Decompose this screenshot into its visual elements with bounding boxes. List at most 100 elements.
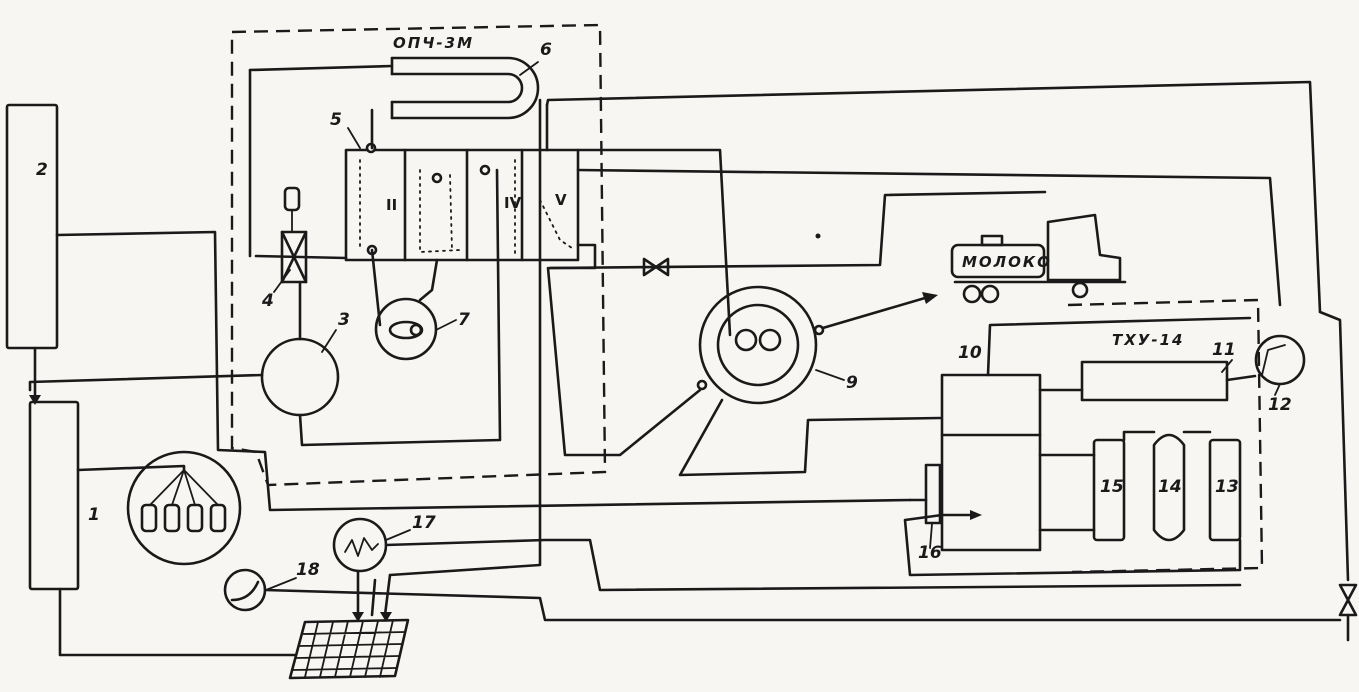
- panel-arrowheads: [352, 612, 392, 622]
- cooler-10: [940, 373, 1042, 552]
- pipe-4-to-5: [254, 254, 348, 260]
- milking-cluster: [126, 450, 242, 566]
- teat-cup-2: [163, 503, 181, 533]
- milk-tanker-hatch: [980, 234, 1004, 247]
- section-label-iv: IV: [504, 194, 522, 212]
- pipe-marker-dot: [815, 233, 821, 239]
- teat-cup-3: [186, 503, 204, 533]
- exchanger-port-right: [479, 164, 491, 176]
- pipe-17-links: [384, 538, 1242, 592]
- separator-9-outer: [698, 285, 818, 405]
- pipe-cooler-bottom: [903, 513, 1242, 577]
- pipe-7-links: [370, 248, 439, 327]
- label-5: 5: [330, 110, 342, 130]
- receiver-13: [1208, 438, 1242, 542]
- pipe-3-bottom: [298, 168, 502, 447]
- gauge-18: [223, 568, 267, 612]
- pipe-top-main: [545, 80, 1322, 314]
- caption-txu: ТХУ-14: [1112, 331, 1184, 349]
- receiver-14: [1152, 433, 1186, 542]
- caption-opch: ОПЧ-3М: [393, 34, 474, 52]
- receiver-15: [1092, 438, 1126, 542]
- gauge-18-needle: [230, 580, 260, 602]
- section-label-ii: II: [386, 196, 397, 214]
- teat-cup-1: [140, 503, 158, 533]
- control-16-arrowhead: [970, 510, 982, 520]
- evaporator-11: [1080, 360, 1229, 402]
- label-17: 17: [412, 513, 436, 533]
- pipe-to-milk-tank: [548, 190, 1047, 270]
- heat-exchanger-5-section-dividers: [403, 148, 524, 262]
- pipe-11-to-12: [1225, 374, 1257, 382]
- milk-tanker-wheel-3: [1071, 281, 1089, 299]
- label-16: 16: [918, 543, 942, 563]
- pipe-1-to-pump-3: [28, 373, 264, 392]
- label-7: 7: [458, 310, 470, 330]
- control-panel-grid: [292, 619, 406, 678]
- label-1: 1: [88, 505, 100, 525]
- label-9: 9: [846, 373, 858, 393]
- pipe-9-to-truck: [814, 296, 927, 332]
- pump-7-hub: [409, 323, 423, 337]
- separator-9-disc-1: [734, 328, 758, 352]
- arrow-9-to-truck: [922, 292, 938, 304]
- heat-exchanger-5: [344, 148, 580, 262]
- milk-tanker-cab: [1046, 213, 1122, 282]
- holder-tube-6: [390, 56, 540, 120]
- teat-cup-4: [209, 503, 227, 533]
- milk-tanker-wheel-1: [962, 284, 982, 304]
- recorder-17-trace: [344, 537, 379, 557]
- pipe-9-bottom: [678, 398, 942, 477]
- arrow-2-to-1: [29, 395, 41, 405]
- equipment-2-tank: [5, 103, 59, 350]
- filter-4-gauge: [283, 186, 301, 212]
- label-4: 4: [261, 291, 274, 311]
- pipe-3-bottom-dotted: [419, 439, 501, 443]
- holder-tube-6-inner: [390, 72, 524, 104]
- pipe-1-to-cluster: [76, 464, 186, 472]
- pipe-2-to-unit: [55, 230, 912, 512]
- separator-9-port: [813, 324, 825, 336]
- pump-3: [260, 337, 340, 417]
- pipe-9-left: [546, 266, 702, 457]
- panel-arrows: [370, 573, 392, 617]
- section-label-v: V: [555, 191, 567, 209]
- label-15: 15: [1100, 477, 1124, 497]
- exchanger-port-mid: [431, 172, 443, 184]
- label-11: 11: [1212, 340, 1236, 360]
- control-16: [924, 463, 942, 525]
- pipe-receivers: [1038, 430, 1212, 532]
- milking-cluster-hoses: [149, 469, 219, 506]
- separator-9-port-left: [696, 379, 708, 391]
- label-10: 10: [958, 343, 982, 363]
- pipe-1-to-panel: [58, 587, 297, 657]
- label-2: 2: [36, 160, 48, 180]
- milk-tanker-text: МОЛОКО: [962, 253, 1052, 271]
- compressor-12-inner: [1261, 344, 1286, 376]
- compressor-12: [1254, 334, 1306, 386]
- label-3: 3: [338, 310, 350, 330]
- heat-exchanger-5-dotted-flows: [359, 159, 576, 256]
- label-18: 18: [296, 560, 320, 580]
- label-13: 13: [1215, 477, 1239, 497]
- pipe-5-outlet: [548, 243, 597, 270]
- valve-main: [642, 257, 670, 277]
- label-14: 14: [1158, 477, 1182, 497]
- label-6: 6: [540, 40, 552, 60]
- label-12: 12: [1268, 395, 1292, 415]
- milk-tanker-wheel-2: [980, 284, 1000, 304]
- label-leaders: [265, 61, 1281, 591]
- equipment-1-tank: [28, 400, 80, 591]
- separator-9-disc-2: [758, 328, 782, 352]
- control-panel: [288, 618, 410, 680]
- pipe-5-to-right-1: [576, 148, 732, 337]
- pipe-5-to-right-2: [576, 168, 1282, 307]
- pipe-right-vertical: [1318, 310, 1350, 582]
- pipe-panel-to-17: [388, 98, 542, 577]
- pump-7: [374, 297, 438, 361]
- pipe-10-top: [986, 316, 1252, 377]
- separator-9-inner: [716, 303, 800, 387]
- valve-right: [1338, 583, 1358, 617]
- pipe-holder-to-unit: [248, 64, 394, 72]
